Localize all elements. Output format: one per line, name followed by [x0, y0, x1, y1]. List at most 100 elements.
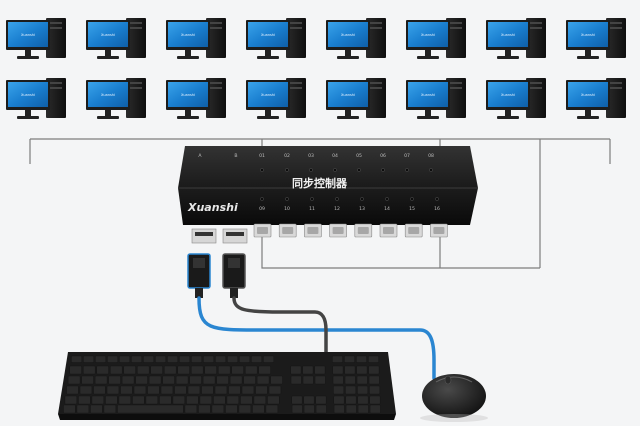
device-brand-label: Xuanshi [187, 201, 238, 214]
port-label: 03 [308, 153, 314, 159]
usb-b-port-row [253, 223, 448, 238]
device-front-face [178, 188, 478, 225]
monitor-stand [177, 116, 199, 119]
computer: Xuanshi [166, 78, 226, 119]
keyboard-key [333, 404, 345, 414]
keyboard-key [202, 375, 216, 385]
keyboard-key [332, 365, 344, 375]
keyboard-key [290, 365, 302, 375]
port-label: 14 [384, 206, 390, 212]
keyboard-key [172, 395, 186, 405]
keyboard-key [215, 355, 226, 363]
keyboard-key [148, 375, 162, 385]
keyboard-key [187, 385, 201, 395]
monitor-stand [577, 56, 599, 59]
keyboard-key [159, 395, 172, 405]
monitor-screen [568, 22, 608, 47]
keyboard-key [103, 404, 117, 414]
keyboard-key [123, 365, 136, 375]
keyboard-key [160, 385, 174, 395]
monitor-screen-text: Xuanshi [421, 33, 435, 37]
port-label: B [234, 153, 237, 159]
port-label: 15 [409, 206, 415, 212]
keyboard-key [83, 365, 96, 375]
keyboard-key [78, 395, 91, 405]
keyboard-key [332, 355, 343, 363]
keyboard-key [369, 385, 380, 395]
keyboard-key [93, 385, 106, 395]
keyboard-key [302, 375, 314, 385]
keyboard-key [64, 395, 78, 405]
keyboard-key [189, 375, 202, 385]
keyboard-key [263, 355, 274, 363]
port-label: 11 [309, 206, 315, 212]
keyboard-key [302, 365, 314, 375]
keyboard-key [218, 365, 231, 375]
computer: Xuanshi [326, 18, 386, 59]
keyboard-cable [232, 296, 328, 357]
keyboard-key [315, 404, 327, 414]
indicator-led [260, 197, 264, 201]
monitor-screen [168, 22, 208, 47]
keyboard-key [345, 385, 356, 395]
keyboard-key [356, 355, 367, 363]
keyboard-key [344, 365, 356, 375]
port-label: 02 [284, 153, 290, 159]
keyboard-key [90, 404, 103, 414]
keyboard-key [63, 404, 76, 414]
monitor-stand [177, 56, 199, 59]
keyboard-key [143, 355, 154, 363]
monitor-stand [417, 116, 439, 119]
monitor-screen-text: Xuanshi [501, 33, 515, 37]
port-label: 10 [284, 206, 290, 212]
mouse-body [422, 374, 486, 418]
port-label: 05 [356, 153, 362, 159]
monitor-stand [497, 56, 519, 59]
keyboard-key [226, 395, 240, 405]
monitor-screen-text: Xuanshi [181, 33, 195, 37]
computer: Xuanshi [86, 18, 146, 59]
monitor-screen [88, 82, 128, 107]
indicator-led [385, 197, 389, 201]
keyboard-key [357, 395, 369, 405]
monitor-screen-text: Xuanshi [501, 93, 515, 97]
keyboard-key [67, 375, 81, 385]
keyboard-key [201, 385, 214, 395]
keyboard-key [255, 385, 268, 395]
keyboard-key [69, 365, 82, 375]
port-label: A [198, 153, 202, 159]
keyboard-key [179, 355, 190, 363]
keyboard-key [368, 375, 380, 385]
keyboard-key [265, 404, 279, 414]
monitor-screen-text: Xuanshi [341, 93, 355, 97]
port-label: 16 [434, 206, 440, 212]
keyboard-key [106, 385, 120, 395]
monitor-screen [248, 82, 288, 107]
keyboard-key [174, 385, 187, 395]
monitor-screen [408, 22, 448, 47]
keyboard-key [150, 365, 163, 375]
monitor-screen-text: Xuanshi [341, 33, 355, 37]
port-label: 04 [332, 153, 338, 159]
keyboard-key [203, 355, 214, 363]
indicator-led [333, 168, 337, 172]
keyboard-key [167, 355, 178, 363]
indicator-led [335, 197, 339, 201]
keyboard-key [267, 395, 280, 405]
monitor-screen [488, 82, 528, 107]
monitor-screen-text: Xuanshi [21, 93, 35, 97]
keyboard-key [291, 404, 303, 414]
usb-plugs [187, 253, 246, 298]
computer: Xuanshi [86, 78, 146, 119]
indicator-led [405, 168, 409, 172]
port-label: 07 [404, 153, 410, 159]
monitor-stand [17, 116, 39, 119]
keyboard-key [243, 375, 256, 385]
computer: Xuanshi [326, 78, 386, 119]
keyboard-key [155, 355, 166, 363]
keyboard-key [357, 404, 369, 414]
indicator-led [381, 168, 385, 172]
keyboard-key [145, 395, 159, 405]
